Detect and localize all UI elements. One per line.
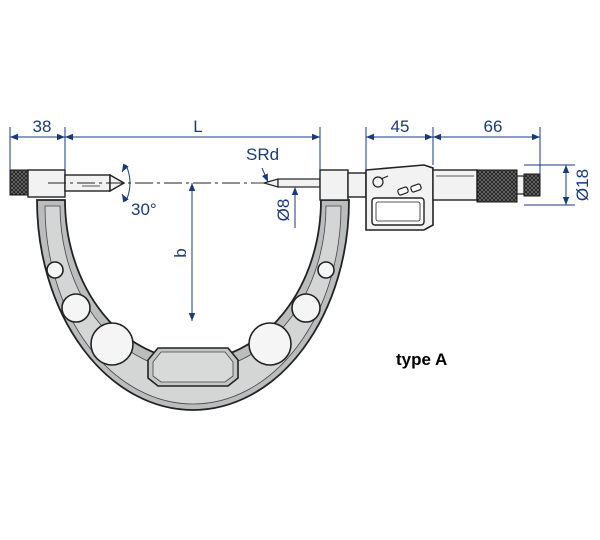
- frame-hole: [46, 261, 64, 279]
- lcd-screen: [371, 197, 425, 226]
- dim-label-66: 66: [484, 117, 503, 136]
- frame-hole: [61, 293, 91, 323]
- spindle-sleeve: [347, 172, 367, 198]
- type-label: type A: [396, 350, 447, 369]
- lock-lever-icon: [372, 176, 384, 188]
- thimble-knurl: [476, 169, 518, 203]
- dim-label-b: b: [171, 248, 190, 257]
- srd-leader: [261, 167, 269, 183]
- dim-label-38: 38: [33, 117, 52, 136]
- frame-hole: [248, 322, 292, 366]
- ratchet-neck: [516, 175, 525, 195]
- frame-hole: [291, 293, 321, 323]
- dim-label-srd: SRd: [246, 145, 279, 164]
- ratchet-knurl: [523, 173, 541, 197]
- display-button: [410, 183, 422, 193]
- spindle-pointed-tip: [261, 178, 279, 188]
- left-anvil-body: [27, 169, 66, 198]
- dim-label-l: L: [193, 117, 202, 136]
- dim-label-d8: Ø8: [274, 199, 293, 222]
- frame-hole: [90, 322, 134, 366]
- dim-label-45: 45: [391, 117, 410, 136]
- left-anvil-knurl: [9, 169, 29, 196]
- display-button: [397, 186, 409, 196]
- dim-label-30deg: 30°: [131, 200, 157, 219]
- frame-hole: [317, 261, 335, 279]
- spindle-rod: [277, 178, 321, 188]
- dim-label-d18: Ø18: [573, 169, 592, 201]
- right-frame-boss: [319, 169, 349, 201]
- thimble-body: [432, 169, 478, 201]
